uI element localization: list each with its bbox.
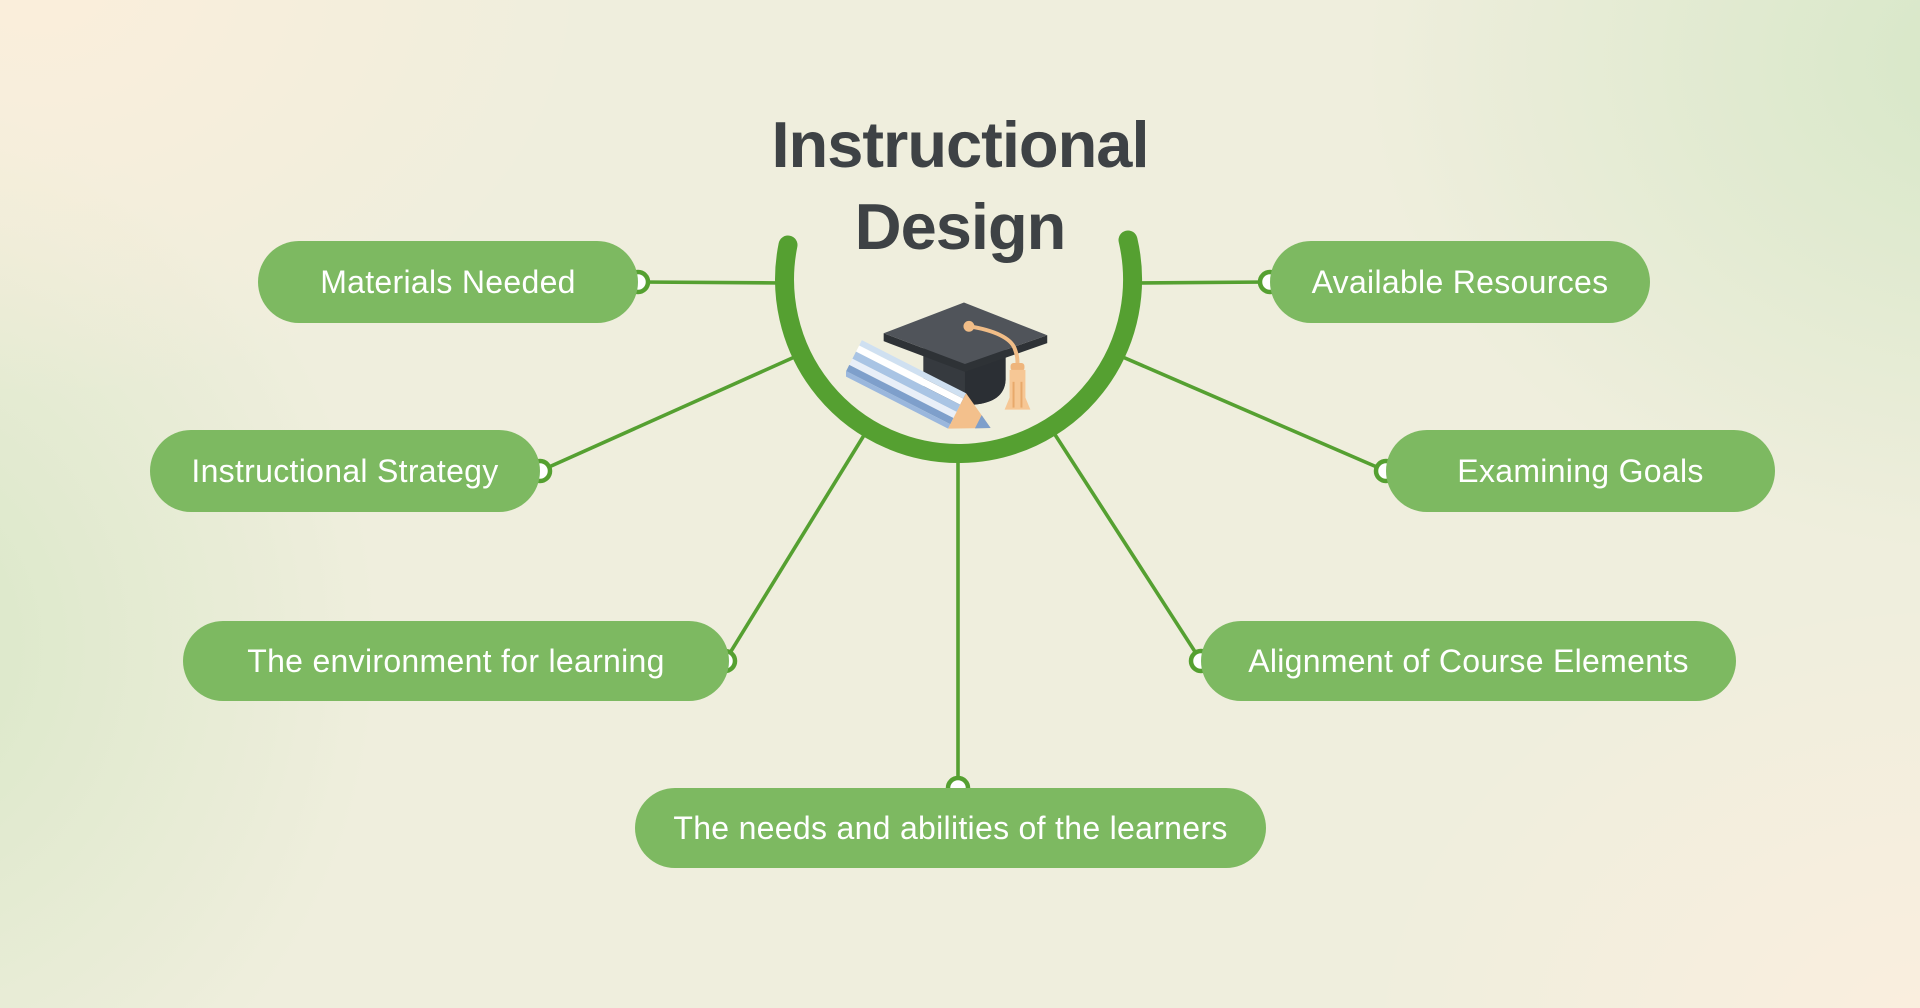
node-pill-instructional-strategy: Instructional Strategy xyxy=(150,430,540,512)
connector-line xyxy=(637,280,785,285)
mortarboard-top xyxy=(883,302,1048,364)
tassel xyxy=(963,320,1031,410)
connector-line xyxy=(1131,280,1271,285)
pencil-lead xyxy=(974,415,991,429)
connector-line xyxy=(539,353,800,473)
page-title-line-1: Instructional xyxy=(771,108,1149,181)
connector-line xyxy=(723,431,868,662)
page-title: Instructional Design xyxy=(0,104,1920,268)
node-label: The needs and abilities of the learners xyxy=(673,809,1228,846)
node-label: Available Resources xyxy=(1311,263,1609,300)
node-label: Alignment of Course Elements xyxy=(1248,642,1689,679)
node-pill-environment-for-learning: The environment for learning xyxy=(183,621,729,701)
connector-lines xyxy=(539,280,1387,788)
graduation-cap-and-pencil-icon xyxy=(846,302,1048,429)
node-pill-examining-goals: Examining Goals xyxy=(1386,430,1775,512)
connector-line xyxy=(1117,353,1387,473)
node-label: Materials Needed xyxy=(320,263,576,300)
page-title-line-2: Design xyxy=(854,189,1067,263)
node-label: Examining Goals xyxy=(1457,452,1704,489)
connector-line xyxy=(1050,429,1203,662)
node-pill-materials-needed: Materials Needed xyxy=(258,241,638,323)
node-pill-available-resources: Available Resources xyxy=(1270,241,1650,323)
node-pill-alignment-course-elements: Alignment of Course Elements xyxy=(1201,621,1736,701)
hub-arc xyxy=(775,230,1143,463)
pencil-body xyxy=(846,340,967,429)
pencil xyxy=(846,340,991,429)
node-label: Instructional Strategy xyxy=(191,452,499,489)
node-pill-needs-abilities-learners: The needs and abilities of the learners xyxy=(635,788,1266,868)
node-label: The environment for learning xyxy=(247,642,665,679)
